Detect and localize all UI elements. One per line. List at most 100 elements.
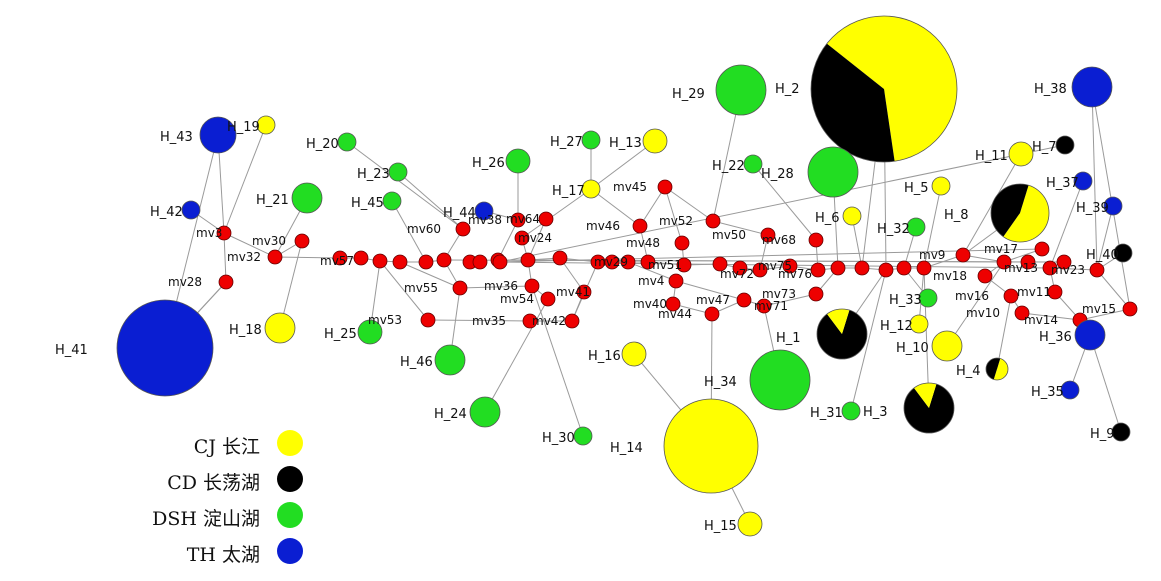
median-vector-node (916, 260, 932, 276)
median-vector-node (1003, 288, 1019, 304)
haplotype-label: H_13 (609, 136, 642, 151)
network-edge (763, 293, 817, 307)
network-edge (1091, 86, 1098, 271)
median-vector-node (218, 274, 234, 290)
network-edge (946, 261, 1005, 347)
haplotype-label: H_31 (810, 406, 843, 421)
median-vector-node (392, 254, 408, 270)
median-vector-node (267, 249, 283, 265)
haplotype-label: H_45 (351, 196, 384, 211)
median-vector-label: mv73 (762, 287, 796, 301)
median-vector-node (216, 225, 232, 241)
median-vector-label: mv76 (778, 267, 812, 281)
median-vector-node (1089, 262, 1105, 278)
median-vector-node (752, 262, 768, 278)
network-edge (1079, 308, 1131, 321)
haplotype-label: H_4 (956, 364, 981, 379)
median-vector-node (510, 212, 526, 228)
median-vector-label: mv10 (966, 306, 1000, 320)
haplotype-label: H_7 (1032, 140, 1057, 155)
network-edge (1049, 180, 1084, 269)
median-vector-label: mv42 (532, 314, 566, 328)
median-vector-node (538, 211, 554, 227)
haplotype-label: H_35 (1031, 385, 1064, 400)
haplotype-label: H_39 (1076, 201, 1109, 216)
haplotype-node (1060, 380, 1080, 400)
network-edge (391, 200, 427, 263)
median-vector-label: mv14 (1024, 313, 1058, 327)
median-vector-label: mv44 (658, 307, 692, 321)
median-vector-node (540, 291, 556, 307)
haplotype-label: H_8 (944, 208, 969, 223)
median-vector-label: mv29 (594, 255, 628, 269)
median-vector-label: mv41 (556, 285, 590, 299)
haplotype-node (469, 396, 501, 428)
haplotype-node (663, 398, 759, 494)
median-vector-node (732, 260, 748, 276)
network-edge (752, 163, 817, 241)
median-vector-label: mv46 (586, 219, 620, 233)
haplotype-label: H_17 (552, 184, 585, 199)
haplotype-node (1111, 422, 1131, 442)
haplotype-node (505, 148, 531, 174)
median-vector-node (472, 254, 488, 270)
legend-swatch-th (277, 538, 303, 564)
network-edge (850, 269, 887, 412)
median-vector-label: mv28 (168, 275, 202, 289)
network-edge (531, 285, 584, 437)
network-edge (1021, 312, 1081, 321)
median-vector-node (332, 250, 348, 266)
haplotype-label: H_40 (1086, 248, 1119, 263)
median-vector-node (674, 235, 690, 251)
haplotype-label: H_20 (306, 137, 339, 152)
median-vector-label: mv60 (407, 222, 441, 236)
legend-label-cd: CD 长荡湖 (167, 472, 260, 494)
network-edge (223, 124, 267, 234)
haplotype-node (291, 182, 323, 214)
median-vector-label: mv52 (659, 214, 693, 228)
network-edge (397, 171, 464, 230)
legend-swatch-dsh (277, 502, 303, 528)
median-vector-node (452, 280, 468, 296)
haplotype-node (743, 154, 763, 174)
haplotype-node (810, 15, 958, 163)
haplotype-label: H_1 (776, 331, 801, 346)
haplotype-node (256, 115, 276, 135)
haplotype-node (382, 191, 402, 211)
median-vector-label: mv54 (500, 292, 534, 306)
median-vector-node (808, 232, 824, 248)
haplotype-node (581, 179, 601, 199)
median-vector-node (1014, 305, 1030, 321)
haplotype-node (621, 341, 647, 367)
network-edge (379, 260, 429, 321)
haplotype-node (749, 349, 811, 411)
network-edge (459, 285, 533, 289)
haplotype-label: H_29 (672, 87, 705, 102)
haplotype-node (737, 511, 763, 537)
median-vector-node (665, 296, 681, 312)
haplotype-node (931, 330, 963, 362)
haplotype-label: H_44 (443, 206, 476, 221)
median-vector-node (564, 313, 580, 329)
haplotype-label: H_21 (256, 193, 289, 208)
median-vector-node (736, 292, 752, 308)
haplotype-label: H_25 (324, 327, 357, 342)
haplotype-node (931, 176, 951, 196)
haplotype-label: H_2 (775, 82, 800, 97)
network-edge (675, 280, 745, 301)
network-edge (664, 186, 714, 222)
network-edge (664, 186, 683, 244)
haplotype-label: H_9 (1090, 427, 1115, 442)
haplotype-node (1071, 66, 1113, 108)
network-edge (499, 248, 1043, 263)
median-vector-node (854, 260, 870, 276)
network-edge (1089, 334, 1122, 433)
median-vector-node (977, 268, 993, 284)
median-vector-label: mv51 (648, 258, 682, 272)
haplotype-node (918, 288, 938, 308)
median-vector-node (640, 254, 656, 270)
network-edge (590, 140, 656, 190)
haplotype-label: H_34 (704, 375, 737, 390)
haplotype-node (816, 308, 868, 360)
network-edge (346, 141, 464, 230)
